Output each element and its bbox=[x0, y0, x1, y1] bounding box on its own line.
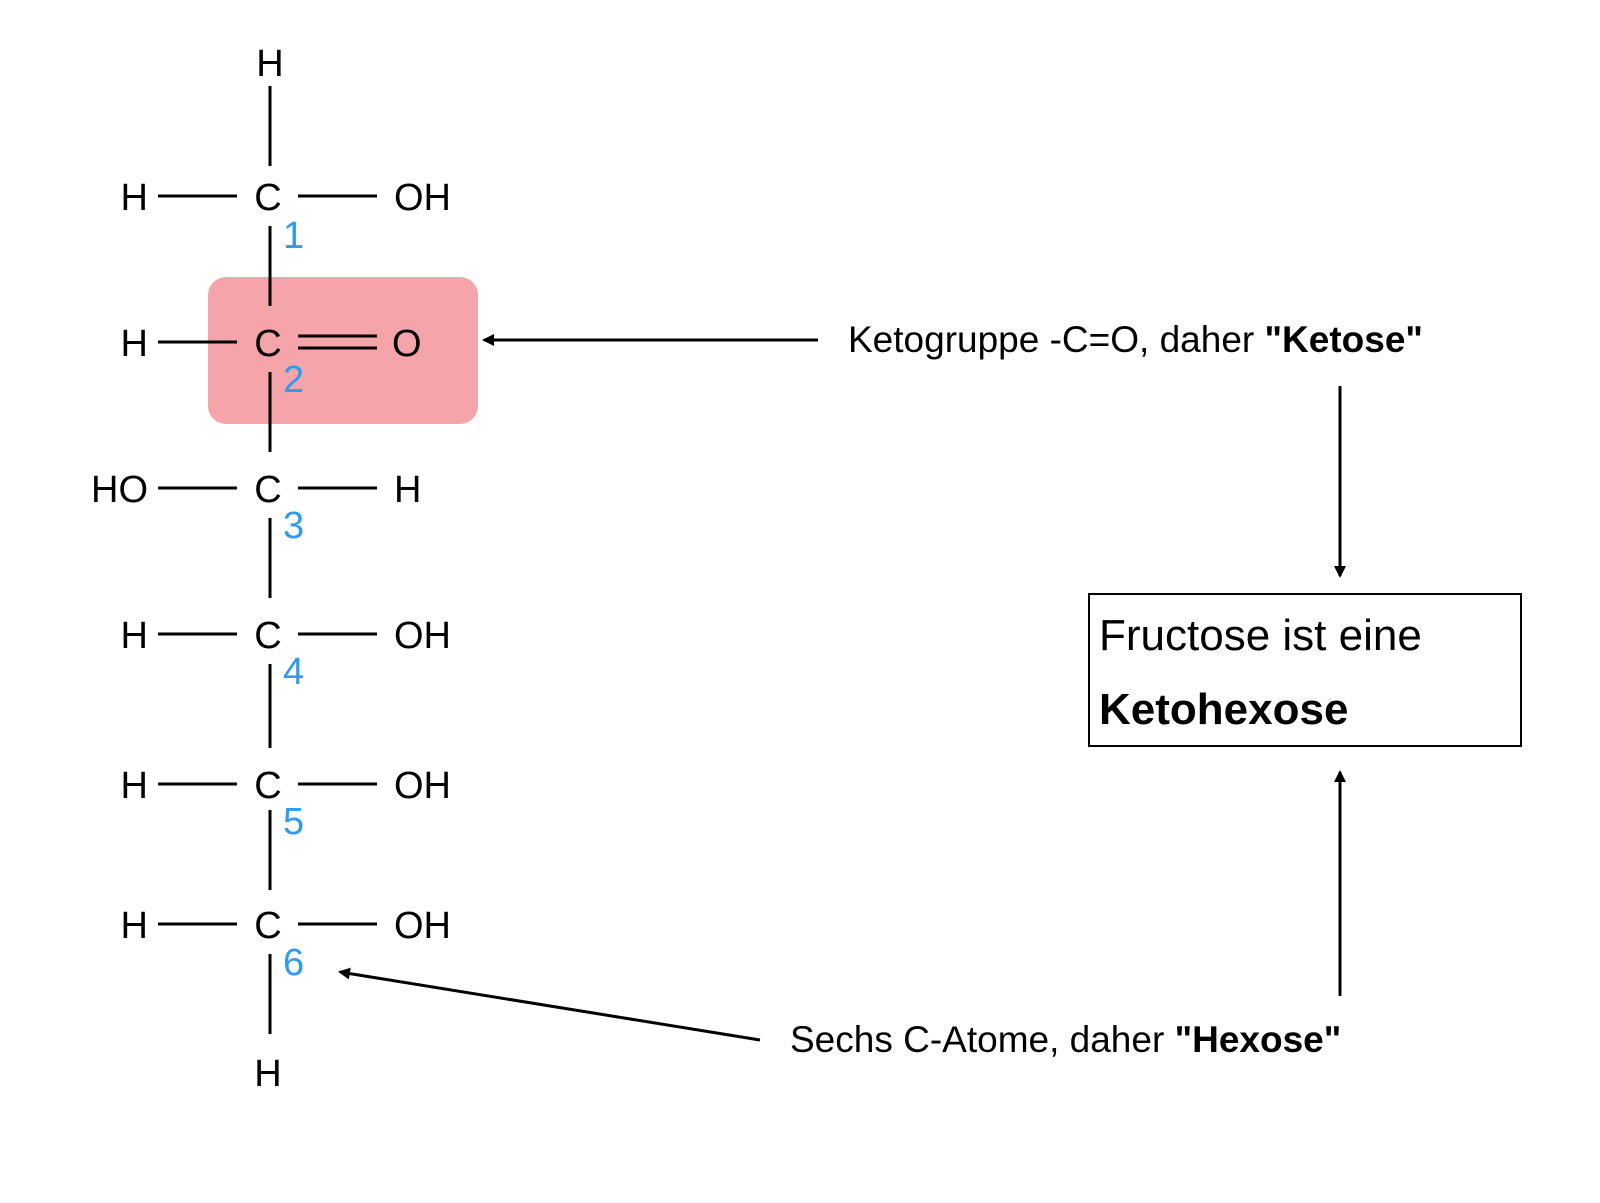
hexose-arrow bbox=[338, 967, 761, 1042]
atom-bottom-h: H bbox=[254, 1053, 281, 1095]
atom-c6: C bbox=[254, 905, 281, 947]
carbon-number-2: 2 bbox=[283, 359, 304, 401]
carbon-number-6: 6 bbox=[283, 942, 304, 984]
carbon-number-1: 1 bbox=[283, 215, 304, 257]
atom-c6-left: H bbox=[121, 905, 148, 947]
atom-c2-right-oxygen: O bbox=[392, 323, 422, 365]
atom-c5: C bbox=[254, 765, 281, 807]
atom-c4-left: H bbox=[121, 615, 148, 657]
keto-annotation-bold: "Ketose" bbox=[1265, 319, 1423, 360]
atom-c1-left: H bbox=[121, 177, 148, 219]
atom-c2: C bbox=[254, 323, 281, 365]
keto-group-highlight bbox=[208, 277, 478, 424]
conclusion-box bbox=[1088, 593, 1522, 747]
atom-c5-right: OH bbox=[394, 765, 451, 807]
atom-c4: C bbox=[254, 615, 281, 657]
carbon-number-5: 5 bbox=[283, 801, 304, 843]
atom-c1-right: OH bbox=[394, 177, 451, 219]
conclusion-line-2: Ketohexose bbox=[1099, 685, 1348, 734]
atom-c2-left: H bbox=[121, 323, 148, 365]
carbon-number-4: 4 bbox=[283, 651, 304, 693]
atom-c4-right: OH bbox=[394, 615, 451, 657]
atom-c5-left: H bbox=[121, 765, 148, 807]
hexose-annotation-bold: "Hexose" bbox=[1175, 1019, 1342, 1060]
keto-annotation-text: Ketogruppe -C=O, daher bbox=[848, 319, 1265, 360]
atom-c6-right: OH bbox=[394, 905, 451, 947]
conclusion-line-1: Fructose ist eine bbox=[1099, 611, 1422, 660]
keto-annotation: Ketogruppe -C=O, daher "Ketose" bbox=[848, 319, 1423, 360]
hexose-annotation-text: Sechs C-Atome, daher bbox=[790, 1019, 1175, 1060]
atom-c1: C bbox=[254, 177, 281, 219]
atom-top-h: H bbox=[256, 43, 283, 85]
carbon-number-3: 3 bbox=[283, 505, 304, 547]
atom-c3-left: HO bbox=[91, 469, 148, 511]
hexose-annotation: Sechs C-Atome, daher "Hexose" bbox=[790, 1019, 1341, 1060]
atom-c3-right: H bbox=[394, 469, 421, 511]
atom-c3: C bbox=[254, 469, 281, 511]
